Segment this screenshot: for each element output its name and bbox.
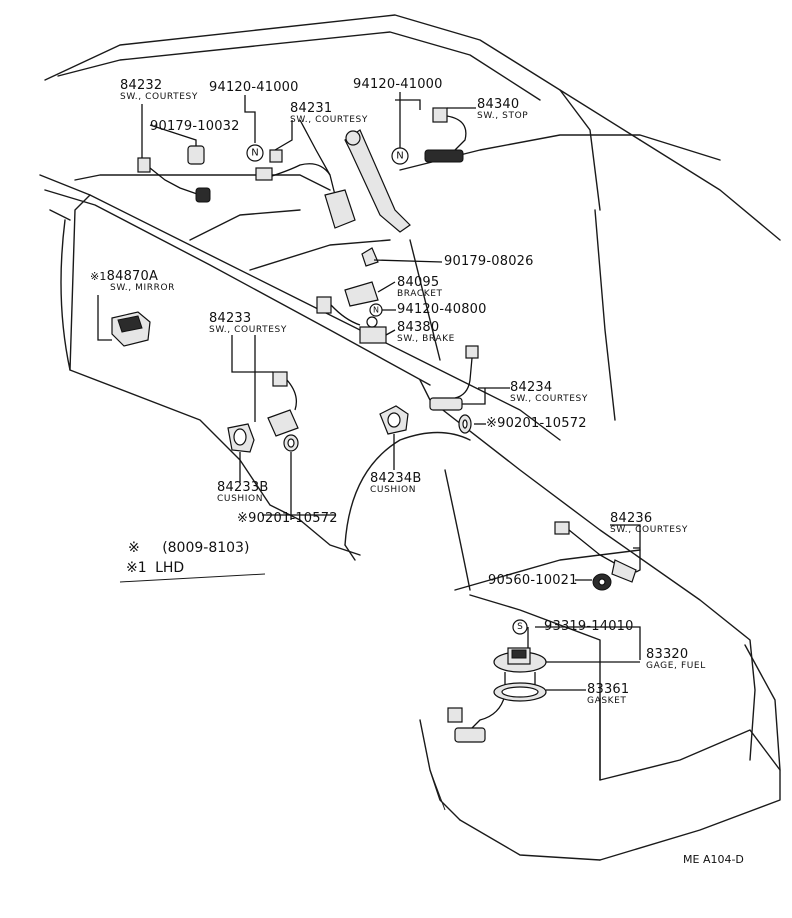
part-name: SW., COURTESY	[120, 92, 198, 102]
callout-83361: 83361 GASKET	[587, 683, 629, 706]
part-84236-switch	[554, 521, 637, 583]
part-number: 84234B	[370, 471, 422, 486]
callout-84233B: 84233B CUSHION	[217, 481, 268, 504]
part-90201-gasket-left	[283, 434, 299, 452]
part-name: SW., COURTESY	[209, 325, 287, 335]
part-90560-washer	[592, 573, 612, 591]
part-84340-stop-switch	[424, 107, 467, 163]
part-number: 84234	[510, 380, 553, 395]
part-90201-gasket-right	[458, 414, 472, 434]
callout-84232: 84232 SW., COURTESY	[120, 79, 198, 102]
part-84234B-cushion	[379, 405, 409, 435]
callout-94120-41000-right: 94120-41000	[353, 78, 443, 91]
part-number: 83320	[646, 647, 689, 662]
callout-84233: 84233 SW., COURTESY	[209, 312, 287, 335]
part-84231-switch	[255, 149, 356, 229]
period-mark: ※	[237, 511, 249, 526]
part-number: 90201-10572	[497, 416, 587, 431]
part-number: 93319-14010	[544, 619, 634, 634]
part-83361-gasket	[493, 682, 547, 702]
part-84232-switch	[137, 157, 211, 203]
part-number: 94120-40800	[397, 302, 487, 317]
part-name: CUSHION	[370, 485, 417, 495]
part-84380-brake-switch	[316, 247, 387, 344]
part-number: 84095	[397, 275, 440, 290]
part-number: 84231	[290, 101, 333, 116]
nut-symbol-left: N	[246, 144, 264, 162]
callout-93319-14010: 93319-14010	[544, 620, 634, 633]
part-number: 90179-08026	[444, 254, 534, 269]
callout-84236: 84236 SW., COURTESY	[610, 512, 688, 535]
part-84870A-mirror-switch	[111, 311, 151, 347]
part-number-row: ※90201-10572	[486, 417, 587, 430]
part-name: SW., COURTESY	[510, 394, 588, 404]
screw-symbol: S	[512, 619, 528, 635]
callout-90201-10572-left: ※90201-10572	[237, 512, 338, 525]
part-number: 84380	[397, 320, 440, 335]
part-number: 84340	[477, 97, 520, 112]
period-mark: ※	[486, 416, 498, 431]
nut-symbol-right: N	[391, 147, 409, 165]
part-name: BRACKET	[397, 289, 443, 299]
part-84233B-cushion	[227, 423, 255, 453]
part-83320-fuel-gage	[447, 647, 547, 743]
part-name: SW., STOP	[477, 111, 529, 121]
legend-row-lhd: ※1 LHD	[126, 560, 184, 576]
callout-94120-41000-left: 94120-41000	[209, 81, 299, 94]
part-number: 84870A	[106, 269, 159, 284]
callout-83320: 83320 GAGE, FUEL	[646, 648, 706, 671]
callout-94120-40800: 94120-40800	[397, 303, 487, 316]
callout-84380: 84380 SW., BRAKE	[397, 321, 455, 344]
callout-84234: 84234 SW., COURTESY	[510, 381, 588, 404]
part-name: SW., COURTESY	[290, 115, 368, 125]
callout-90560-10021: 90560-10021	[488, 574, 578, 587]
part-84234-switch	[429, 345, 479, 411]
lhd-mark: ※1	[90, 270, 107, 283]
svg-text:N: N	[396, 151, 403, 162]
callout-84231: 84231 SW., COURTESY	[290, 102, 368, 125]
part-84233-switch	[267, 371, 299, 437]
svg-text:N: N	[373, 306, 379, 315]
callout-leaders	[97, 92, 641, 780]
legend-mark: ※1	[126, 560, 147, 576]
part-number: 94120-41000	[209, 80, 299, 95]
nut-symbol-bracket: N	[369, 303, 383, 317]
svg-text:N: N	[251, 148, 258, 159]
part-number: 94120-41000	[353, 77, 443, 92]
legend-text: (8009-8103)	[162, 540, 250, 556]
callout-84095: 84095 BRACKET	[397, 276, 443, 299]
part-number: 83361	[587, 682, 630, 697]
part-90179-10032-nut	[187, 145, 205, 165]
part-name: SW., COURTESY	[610, 525, 688, 535]
callout-84870A: ※184870A SW., MIRROR	[90, 270, 175, 293]
callout-90179-08026: 90179-08026	[444, 255, 534, 268]
callout-90179-10032: 90179-10032	[150, 120, 240, 133]
part-number-row: ※184870A	[90, 270, 175, 283]
legend-text: LHD	[155, 560, 185, 576]
part-number-row: ※90201-10572	[237, 512, 338, 525]
part-number: 84236	[610, 511, 653, 526]
part-number: 90201-10572	[248, 511, 338, 526]
part-number: 84232	[120, 78, 163, 93]
part-number: 84233B	[217, 480, 269, 495]
part-number: 84233	[209, 311, 252, 326]
brake-pedal	[344, 129, 411, 233]
part-name: SW., MIRROR	[110, 283, 176, 293]
part-name: SW., BRAKE	[397, 334, 455, 344]
callout-84340: 84340 SW., STOP	[477, 98, 528, 121]
legend-row-period: ※ (8009-8103)	[128, 540, 249, 556]
callout-90201-10572-right: ※90201-10572	[486, 417, 587, 430]
part-name: CUSHION	[217, 494, 264, 504]
part-name: GAGE, FUEL	[646, 661, 706, 671]
legend-mark: ※	[128, 540, 140, 556]
drawing-code: ME A104-D	[683, 853, 744, 866]
car-body-outline	[39, 14, 781, 861]
part-name: GASKET	[587, 696, 627, 706]
part-number: 90560-10021	[488, 573, 578, 588]
callout-84234B: 84234B CUSHION	[370, 472, 421, 495]
part-number: 90179-10032	[150, 119, 240, 134]
svg-text:S: S	[517, 622, 523, 632]
